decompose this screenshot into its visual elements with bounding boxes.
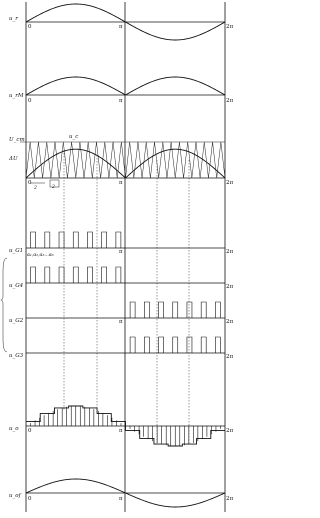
s1-tick-pi: π (119, 249, 123, 255)
panel-urm: u_rM 0 π 2π (9, 76, 233, 104)
ur-label: u_r (9, 16, 18, 22)
s4-pulse-train (30, 266, 122, 283)
carrier-peak-label: U_cm (9, 137, 25, 143)
projection-lines (63, 150, 190, 445)
uof-tick-2pi: 2π (226, 496, 233, 502)
s4-label: u_G4 (9, 283, 24, 289)
s3-tick-2pi: 2π (226, 354, 233, 360)
carrier-name-label: u_c (69, 134, 78, 140)
uof-label: u_of (9, 493, 22, 499)
s3-label: u_G3 (9, 353, 24, 359)
panel-uof: u_of 0 π 2π (9, 478, 233, 508)
urm-tick-pi: π (119, 98, 123, 104)
uo-tick-0: 0 (28, 428, 32, 434)
urm-label: u_rM (9, 93, 24, 99)
s1-pulse-train (30, 231, 122, 248)
carrier-delta-label: ΔU (8, 156, 18, 162)
s2-pulse-train (129, 301, 221, 318)
s1-tick-2pi: 2π (226, 249, 233, 255)
panel-s2: u_G2 π 2π (9, 301, 233, 325)
urm-tick-0: 0 (28, 98, 32, 104)
panel-carrier: U_cm ΔU u_c 0 π 2π 2 2 (8, 134, 233, 191)
carrier-sub-box (49, 179, 60, 188)
panel-s1: u_G1 α₁,α₂,α₃…α₆ π 2π (9, 231, 233, 258)
uo-fundamental-envelope (26, 405, 225, 447)
uo-tick-pi: π (119, 428, 123, 434)
carrier-modulating-curve (25, 148, 226, 179)
ur-tick-0: 0 (28, 24, 32, 30)
pwm-waveform-diagram: u_r 0 π 2π u_rM 0 π 2π U_cm ΔU u_c 0 π 2… (0, 2, 233, 512)
switch-group-brace (0, 257, 8, 353)
uo-tick-2pi: 2π (226, 428, 233, 434)
panel-ur: u_r 0 π 2π (9, 3, 233, 41)
uof-sine-curve (25, 478, 226, 508)
s2-tick-2pi: 2π (226, 319, 233, 325)
ur-sine-curve (25, 3, 226, 41)
carrier-tick-pi: π (119, 180, 123, 186)
urm-rectified-curve (25, 76, 226, 96)
s4-tick-2pi: 2π (226, 284, 233, 290)
panel-s4: u_G4 2π (9, 266, 233, 290)
s1-label: u_G1 (9, 248, 23, 254)
uo-label: u_o (9, 426, 19, 432)
carrier-sub-label-a: 2 (33, 185, 37, 191)
s2-tick-pi: π (119, 319, 123, 325)
carrier-triangle-wave (25, 141, 226, 179)
alpha-label: α₁,α₂,α₃…α₆ (27, 253, 54, 258)
panel-s3: u_G3 2π (9, 336, 233, 360)
uof-tick-pi: π (119, 496, 123, 502)
s2-label: u_G2 (9, 318, 24, 324)
s3-pulse-train (129, 336, 221, 353)
uof-tick-0: 0 (28, 496, 32, 502)
panel-uo: u_o 0 π 2π (9, 405, 233, 447)
urm-tick-2pi: 2π (226, 98, 233, 104)
carrier-tick-2pi: 2π (226, 180, 233, 186)
ur-tick-2pi: 2π (226, 24, 233, 30)
ur-tick-pi: π (119, 24, 123, 30)
